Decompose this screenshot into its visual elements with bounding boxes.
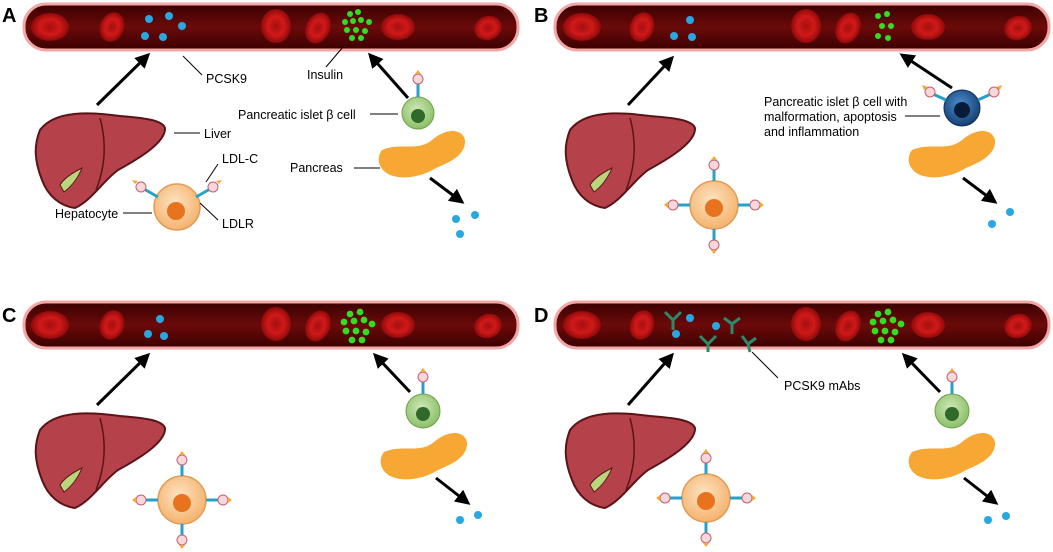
red-blood-cell (381, 312, 415, 338)
panel-label-c: C (2, 305, 16, 327)
red-blood-cell (99, 310, 125, 340)
arrow (429, 176, 465, 204)
pcsk9-molecules (141, 12, 186, 41)
label-beta-cell-damaged-3: and inflammation (764, 125, 859, 139)
beta-cell-damaged (922, 85, 1002, 127)
panel-c: C (2, 300, 520, 549)
pcsk9-molecules (670, 16, 696, 41)
panel-label-a: A (2, 5, 16, 27)
label-beta-cell-damaged-2: malformation, apoptosis (764, 110, 897, 124)
red-blood-cell (31, 311, 69, 339)
panel-a: A (2, 2, 520, 238)
red-blood-cell (474, 15, 502, 41)
liver (564, 412, 697, 510)
red-blood-cell (305, 12, 331, 44)
arrow (962, 176, 998, 204)
red-blood-cell (629, 12, 655, 42)
arrow (963, 476, 999, 505)
arrow (899, 53, 953, 90)
label-beta-cell: Pancreatic islet β cell (238, 108, 356, 122)
red-blood-cell (31, 13, 69, 41)
hepatocyte (664, 156, 764, 254)
panel-d: D (534, 300, 1051, 547)
arrow (626, 352, 674, 406)
red-blood-cell (563, 311, 601, 339)
ldlr-receptor (143, 187, 211, 199)
red-blood-cell (99, 12, 125, 42)
label-insulin: Insulin (307, 68, 343, 82)
label-ldlr: LDLR (222, 217, 254, 231)
arrow (372, 352, 412, 394)
pcsk9-molecules (144, 315, 168, 340)
red-blood-cell (474, 313, 502, 339)
arrow (95, 52, 151, 107)
red-blood-cell (791, 307, 821, 341)
liver (34, 112, 167, 210)
beta-cell (401, 70, 435, 130)
red-blood-cell (911, 312, 945, 338)
hepatocyte (656, 449, 756, 547)
panel-label-d: D (534, 305, 548, 327)
pancreas (380, 433, 468, 480)
blood-vessel (22, 2, 520, 52)
pcsk9-molecules (672, 314, 720, 338)
red-blood-cell (835, 310, 861, 342)
red-blood-cell (563, 13, 601, 41)
red-blood-cell (835, 12, 861, 44)
pancreas (378, 131, 466, 178)
ldlc-particle (659, 452, 753, 544)
hepatocyte (132, 451, 232, 549)
red-blood-cell (1004, 15, 1032, 41)
pcsk9-secreted (984, 512, 1010, 524)
pancreas (908, 131, 996, 178)
panel-b: B (534, 2, 1051, 254)
blood-vessel (22, 300, 520, 350)
red-blood-cell (911, 14, 945, 40)
label-ldlc: LDL-C (222, 152, 258, 166)
blood-vessel (553, 300, 1051, 353)
red-blood-cell (1004, 313, 1032, 339)
insulin-molecules (340, 308, 376, 344)
blood-vessel (553, 2, 1051, 52)
arrow (368, 52, 410, 99)
insulin-molecules (342, 9, 372, 41)
red-blood-cell (791, 9, 821, 43)
ldlc-particle (667, 159, 761, 251)
beta-cell (934, 368, 970, 429)
pcsk9-secreted (988, 208, 1014, 228)
label-pcsk9-mabs: PCSK9 mAbs (784, 379, 860, 393)
arrow (95, 352, 151, 407)
pcsk9-antibodies (663, 310, 757, 353)
pancreas (908, 433, 996, 480)
ldlc-particle (132, 180, 222, 193)
label-liver: Liver (204, 127, 231, 141)
arrow (626, 55, 675, 107)
beta-cell (405, 368, 441, 429)
arrow (901, 352, 942, 394)
pcsk9-secreted (456, 511, 482, 524)
label-pancreas: Pancreas (290, 161, 343, 175)
panel-label-b: B (534, 5, 548, 27)
red-blood-cell (261, 307, 291, 341)
hepatocyte (132, 180, 222, 231)
red-blood-cell (305, 310, 331, 342)
arrow (435, 476, 471, 505)
red-blood-cell (261, 9, 291, 43)
label-hepatocyte: Hepatocyte (55, 207, 118, 221)
pcsk9-secreted (452, 211, 479, 238)
red-blood-cell (381, 14, 415, 40)
liver (564, 112, 697, 210)
label-beta-cell-damaged-1: Pancreatic islet β cell with (764, 95, 907, 109)
insulin-molecules (869, 308, 905, 344)
insulin-molecules (875, 11, 894, 41)
liver (34, 412, 167, 510)
red-blood-cell (629, 310, 655, 340)
label-pcsk9: PCSK9 (206, 72, 247, 86)
